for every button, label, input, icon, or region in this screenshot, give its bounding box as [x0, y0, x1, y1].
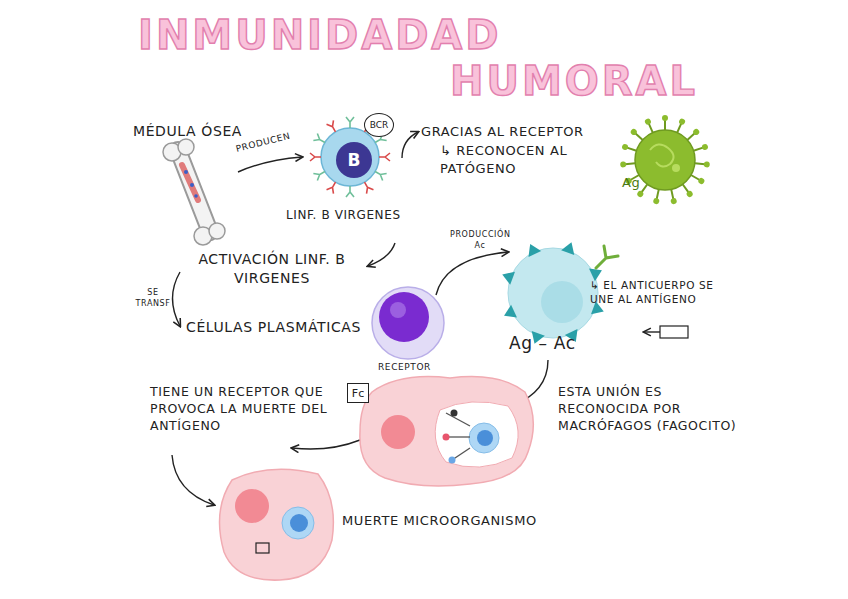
spike	[685, 128, 700, 142]
receptor	[310, 153, 321, 161]
spike	[674, 118, 686, 134]
note-text: TIENE UN RECEPTOR QUE PROVOCA LA MUERTE …	[150, 384, 340, 435]
spike	[630, 128, 645, 142]
note-text: ESTA UNIÓN ES RECONOCIDA POR MACRÓFAGOS …	[558, 384, 738, 435]
spike	[653, 189, 662, 205]
antigen	[500, 268, 515, 285]
antigen	[561, 240, 578, 255]
receptor	[361, 180, 373, 194]
antigen-cell	[500, 240, 606, 346]
antigen	[524, 241, 541, 257]
note-text: LINF. B VIRGENES	[286, 207, 401, 223]
macrophage	[360, 377, 533, 486]
note-text: PRODUCEN	[235, 130, 292, 155]
receptor	[327, 180, 339, 194]
note-text: Ag	[622, 174, 640, 192]
cell-nucleus: B	[336, 142, 372, 178]
receptor	[346, 186, 354, 197]
spike	[680, 183, 694, 199]
spike	[695, 160, 711, 168]
arrows	[172, 132, 660, 505]
receptor	[327, 120, 339, 134]
spike	[621, 143, 637, 153]
spike	[620, 160, 636, 168]
note-text: RECEPTOR	[378, 361, 431, 373]
receptor-tag: BCR	[364, 113, 394, 137]
note-text: MUERTE MICROORGANISMO	[342, 512, 537, 530]
note-text: SE TRANSF	[133, 288, 173, 310]
node-text: BCR	[370, 120, 389, 130]
note-text: GRACIAS AL RECEPTOR	[421, 123, 584, 141]
phagocyte	[220, 469, 334, 580]
receptor	[313, 134, 327, 146]
note-text: CÉLULAS PLASMÁTICAS	[186, 318, 361, 337]
note-text: Ag – Ac	[509, 332, 576, 355]
node-text: Fc	[352, 387, 364, 400]
receptor	[379, 153, 390, 161]
spike	[644, 118, 656, 134]
spike	[693, 143, 709, 153]
small-box	[660, 326, 688, 338]
bone	[163, 139, 225, 245]
receptor	[373, 168, 387, 180]
antigen	[501, 305, 517, 322]
spike	[668, 189, 677, 205]
note-text: ↳ RECONOCEN AL PATÓGENO	[440, 142, 590, 177]
note-text: ↳ EL ANTICUERPO SE UNE AL ANTÍGENO	[590, 278, 740, 306]
receptor	[346, 117, 354, 128]
antibody	[596, 246, 618, 268]
note-text: ACTIVACIÓN LINF. B VIRGENES	[172, 250, 372, 288]
spike	[662, 115, 668, 130]
note-text: MÉDULA ÓSEA	[133, 122, 242, 141]
b-lymphocyte	[310, 117, 390, 197]
note-text: PRODUCCIÓN Ac	[450, 230, 510, 252]
node-text: B	[348, 150, 361, 170]
spike	[689, 172, 705, 185]
receptor-box: Fc	[347, 383, 369, 403]
plasma-cell	[372, 287, 444, 359]
pathogen	[620, 115, 710, 205]
title: INMUNIDADAD HUMORAL	[138, 12, 698, 104]
receptor	[313, 168, 327, 180]
